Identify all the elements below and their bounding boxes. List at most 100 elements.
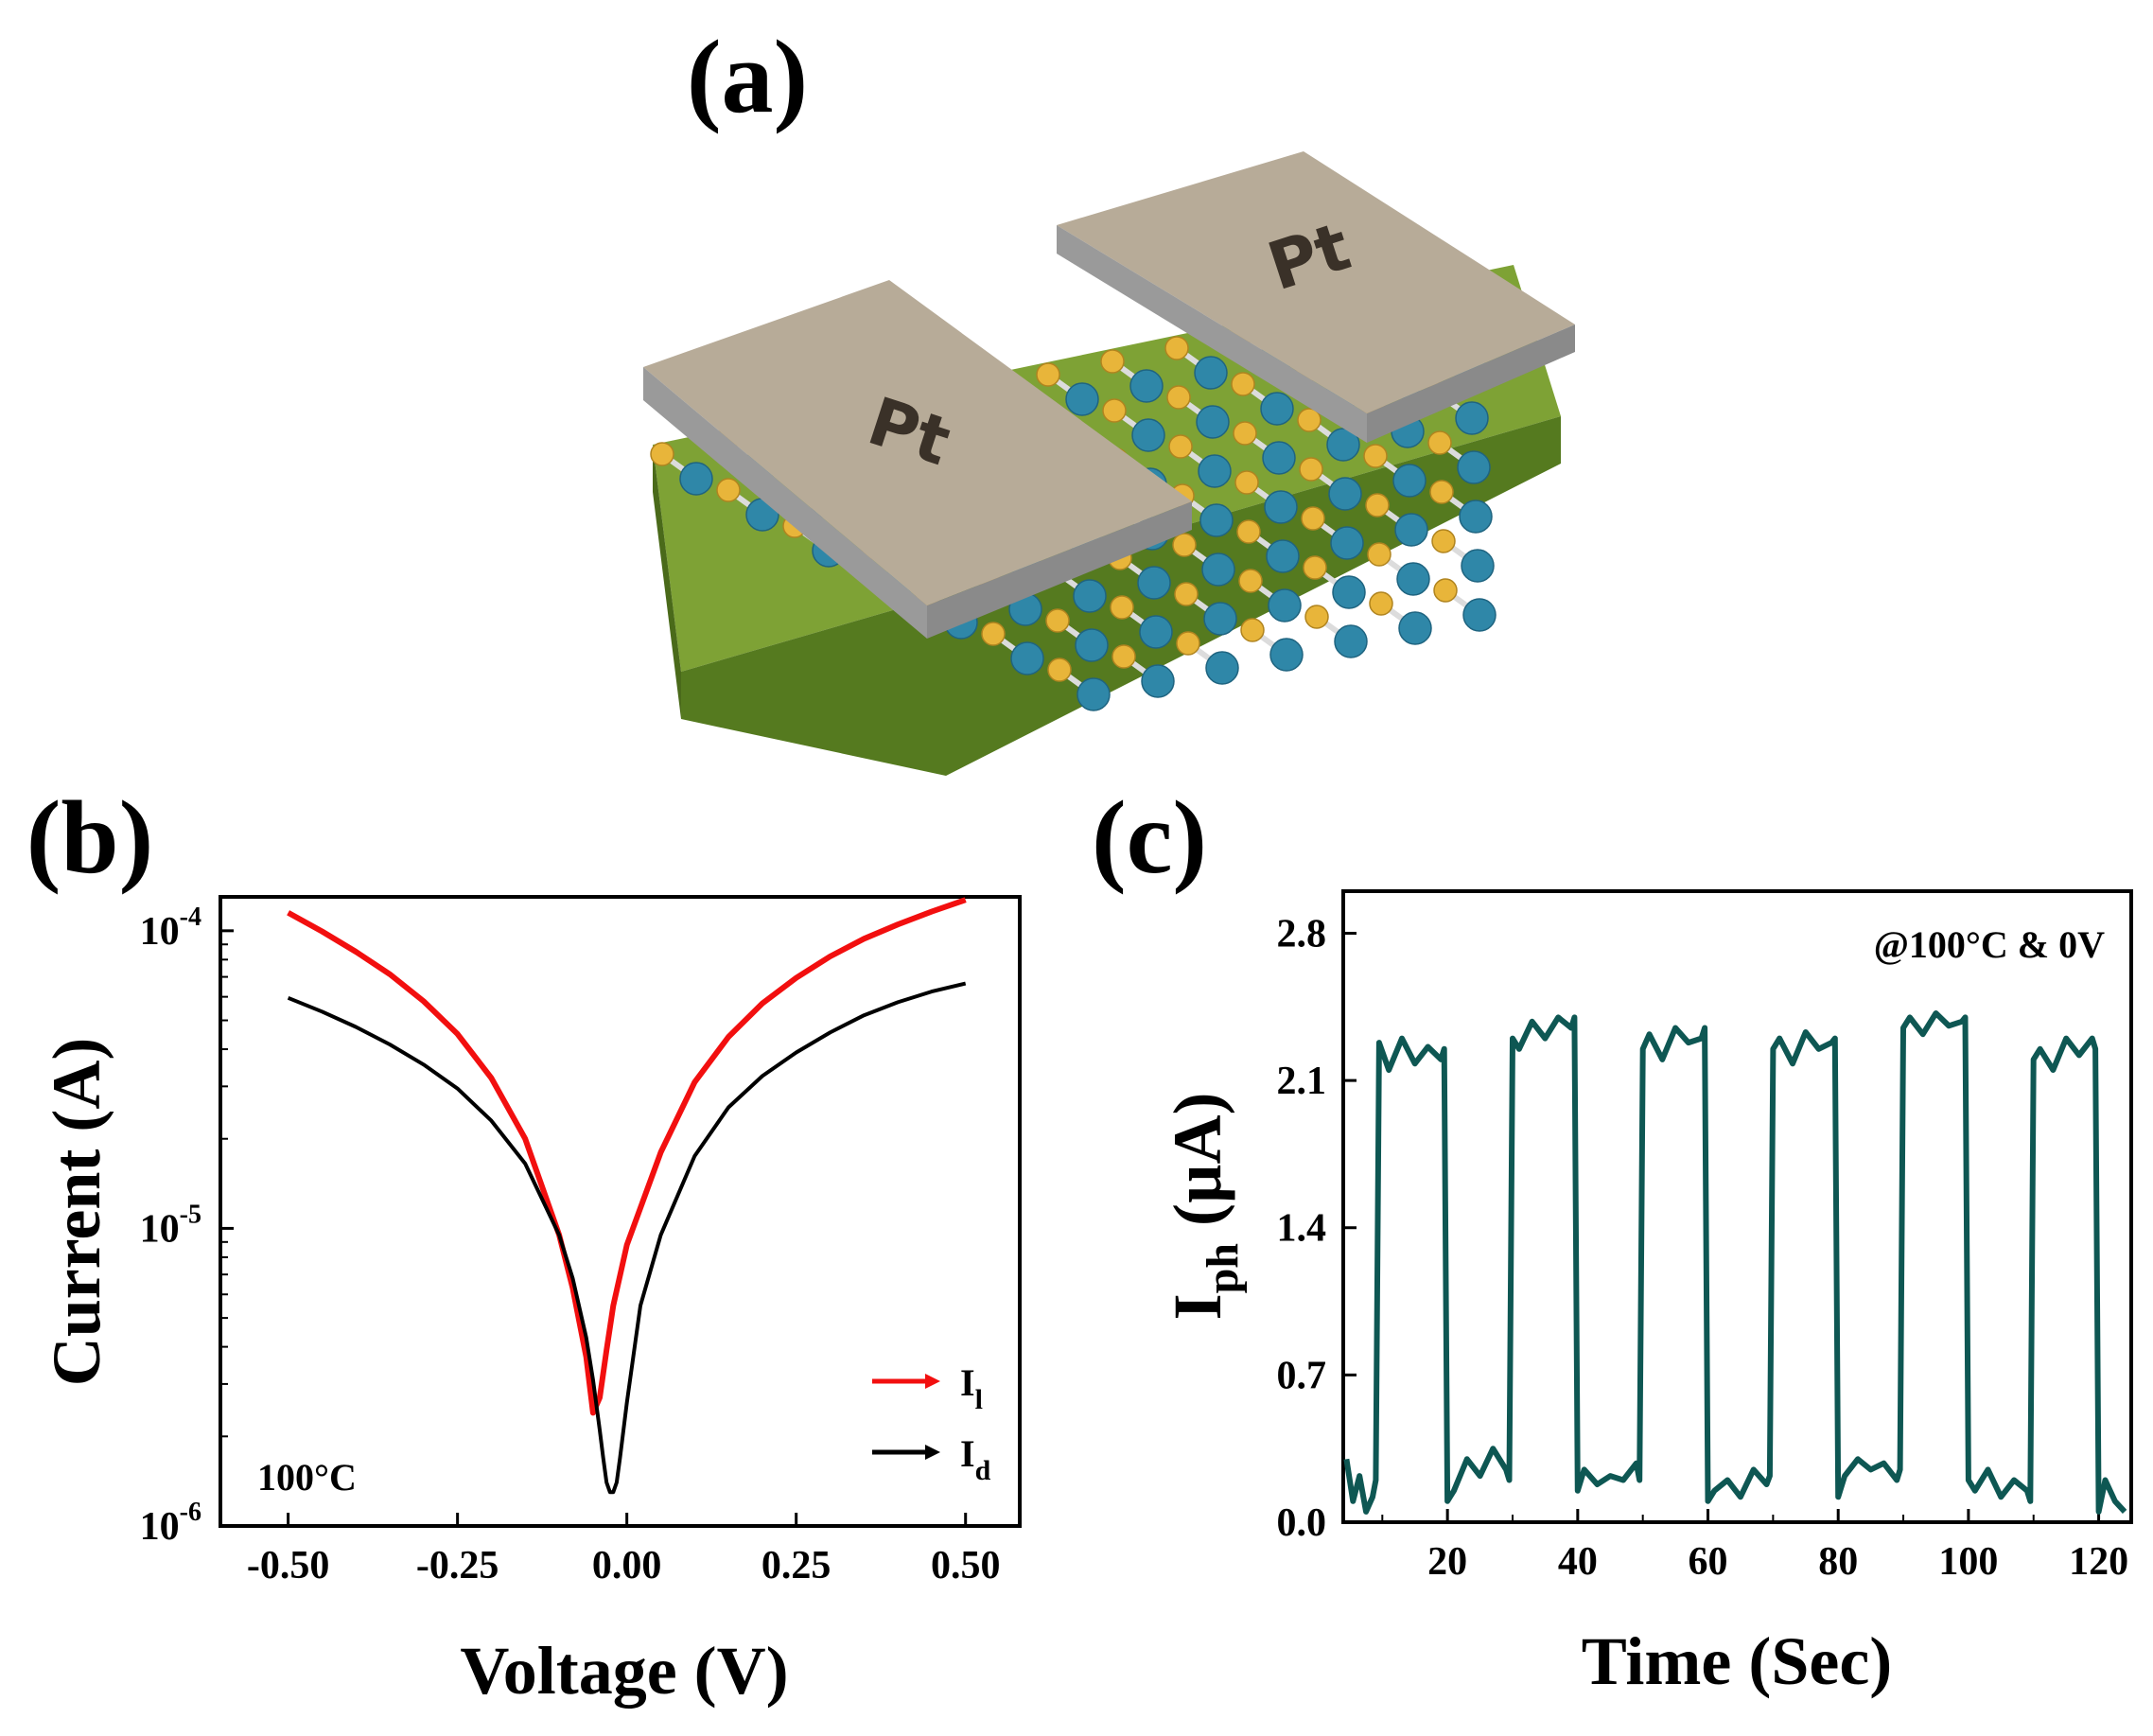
chart-c-series-photocurrent [1343, 1010, 2127, 1515]
atom-gold [1240, 618, 1265, 642]
atom-blue [1139, 615, 1173, 649]
legend-label-il-sub: l [975, 1384, 983, 1415]
atom-gold [1365, 493, 1390, 517]
atom-blue [1260, 392, 1294, 426]
chart-b-annotation: 100°C [257, 1456, 357, 1499]
chart-c-ylabel-unit: (µA) [1160, 1093, 1235, 1243]
atom-gold [1168, 434, 1193, 459]
chart-c-xtick-label: 40 [1558, 1540, 1598, 1584]
panel-b-label: (b) [26, 780, 153, 895]
chart-b-xtick-label: 0.00 [592, 1544, 662, 1587]
chart-b-series [287, 897, 967, 1495]
atom-gold [1231, 372, 1255, 396]
chart-c-series [1343, 1010, 2127, 1515]
chart-c-ytick-label: 1.4 [1277, 1207, 1327, 1251]
atom-blue [1141, 664, 1175, 698]
chart-b-xtick-label: 0.25 [761, 1544, 831, 1587]
atom-blue [679, 462, 713, 496]
electrode-right-side [1057, 225, 1367, 443]
atom-blue [1199, 503, 1234, 537]
panel-c-label: (c) [1092, 780, 1207, 895]
chart-b-series-light [287, 897, 967, 1416]
chart-c-xtick-label: 20 [1427, 1540, 1467, 1584]
atom-gold [1299, 457, 1323, 482]
atom-blue [1076, 677, 1111, 711]
chart-c-ylabel-main: I [1160, 1293, 1235, 1320]
atom-blue [1262, 441, 1296, 475]
atom-gold [1238, 569, 1263, 593]
atom-blue [1194, 356, 1228, 390]
atom-blue [1201, 552, 1235, 587]
atom-gold [1363, 444, 1388, 468]
chart-b-xlabel: Voltage (V) [460, 1633, 788, 1709]
atom-blue [1455, 401, 1489, 435]
atom-blue [1328, 477, 1362, 511]
electrode-left-top [643, 280, 1192, 605]
atom-gold [1172, 533, 1197, 557]
atom-gold [1036, 362, 1060, 387]
atom-gold [1176, 631, 1200, 656]
atom-gold [1304, 605, 1329, 629]
substrate-edge [653, 445, 681, 719]
chart-c-ylabel-sub: ph [1198, 1243, 1248, 1293]
electrode-right: Pt [1057, 151, 1575, 443]
chart-b-ytick-label: 10-4 [140, 903, 201, 954]
chart-b-ytick-label: 10-6 [140, 1498, 201, 1549]
electrode-left: Pt [643, 280, 1192, 639]
atom-blue [1205, 651, 1239, 685]
atom-blue [1461, 549, 1495, 583]
atom-blue [1398, 611, 1432, 645]
atom-gold [1427, 430, 1452, 455]
atom-gold [1367, 542, 1392, 567]
chart-c-xtick-label: 100 [1938, 1540, 1998, 1584]
atom-gold [1236, 519, 1261, 544]
atom-gold [1234, 470, 1259, 495]
atom-gold [1301, 506, 1325, 531]
chart-b-xtick-label: -0.25 [416, 1544, 499, 1587]
atom-blue [1268, 588, 1302, 623]
atom-blue [1198, 454, 1232, 488]
chart-c-ylabel: Iph (µA) [1160, 1093, 1248, 1321]
legend-arrow-id [925, 1445, 940, 1460]
atom-gold [1047, 658, 1072, 682]
atom-blue [1396, 562, 1430, 596]
device-schematic: Pt Pt [643, 151, 1575, 776]
atom-gold [1174, 582, 1199, 606]
atom-blue [1010, 641, 1044, 675]
atom-gold [981, 622, 1006, 646]
legend-label-il: Il [960, 1361, 983, 1415]
chart-b-legend: Il Id [872, 1361, 991, 1486]
atom-gold [1164, 336, 1189, 360]
atom-blue [1203, 602, 1237, 636]
atom-blue [1075, 628, 1109, 662]
chart-b-series-dark [287, 981, 967, 1495]
atom-blue [1269, 638, 1304, 672]
atom-blue [1131, 418, 1165, 452]
legend-arrow-il [925, 1374, 940, 1389]
atom-gold [1369, 591, 1393, 616]
atom-blue [1394, 513, 1428, 547]
chart-c-xlabel: Time (Sec) [1582, 1623, 1893, 1699]
atom-blue [1459, 500, 1493, 534]
chart-c-xtick-label: 120 [2069, 1540, 2128, 1584]
electrode-right-top [1057, 151, 1575, 413]
chart-b-ylabel: Current (A) [39, 1038, 114, 1387]
atom-gold [1112, 644, 1136, 669]
atom-gold [1045, 608, 1070, 633]
atom-blue [1264, 490, 1298, 524]
atom-gold [1429, 480, 1454, 504]
atom-gold [1303, 555, 1327, 580]
chart-c-xtick-label: 80 [1818, 1540, 1858, 1584]
chart-c-ytick-label: 0.0 [1277, 1501, 1327, 1545]
atom-gold [1100, 349, 1125, 374]
legend-label-il-main: I [960, 1361, 975, 1404]
legend-label-id-main: I [960, 1432, 975, 1475]
atom-gold [1166, 385, 1191, 410]
atom-blue [1332, 575, 1366, 609]
electrode-left-side [643, 367, 927, 639]
